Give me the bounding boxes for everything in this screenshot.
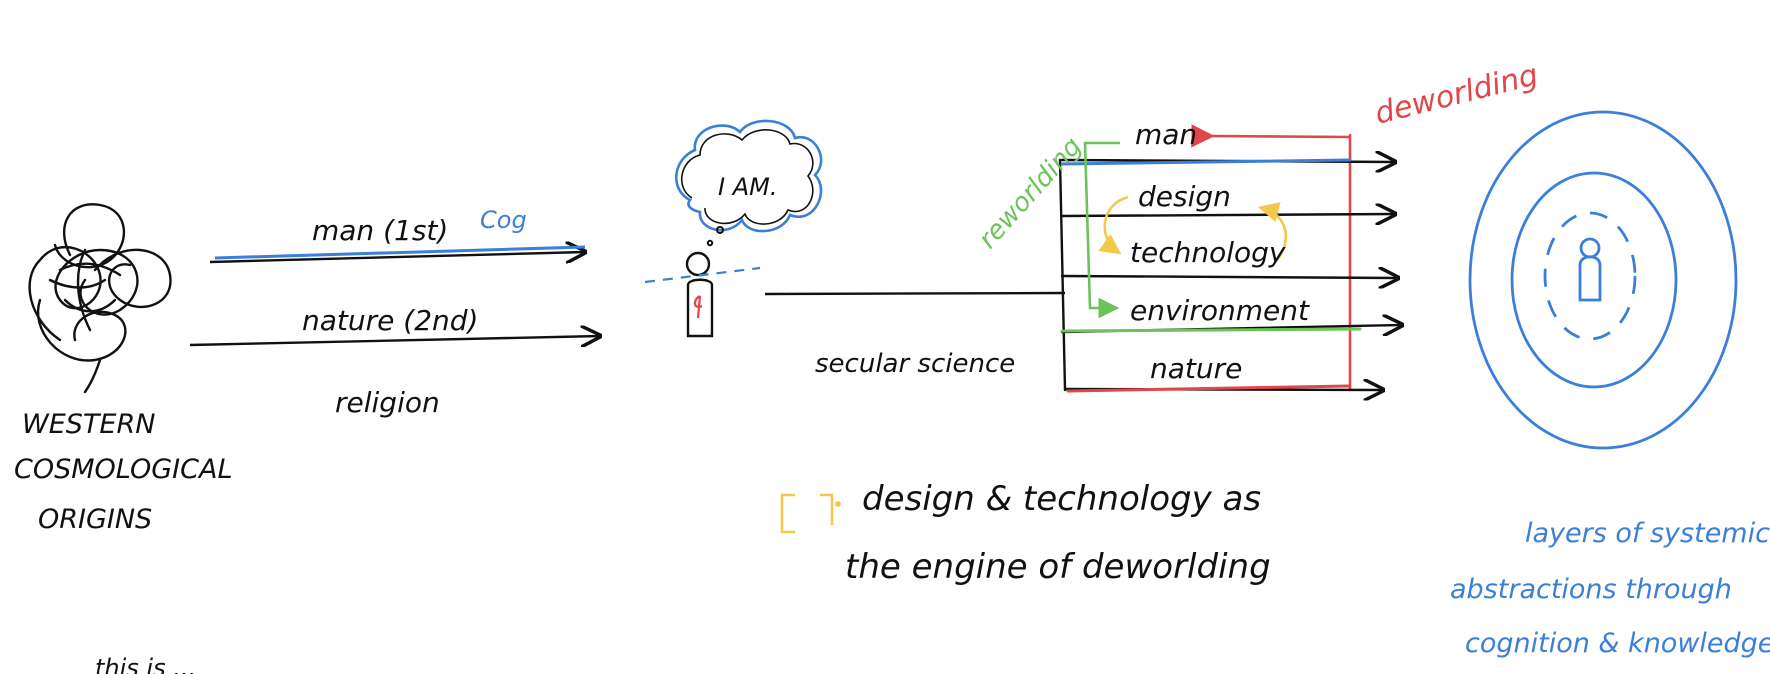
religion-label: religion — [335, 386, 440, 419]
engine-note-line1: design & technology as — [862, 479, 1261, 519]
origins-title-line2: COSMOLOGICAL — [14, 454, 233, 485]
layer-nature: nature — [1150, 352, 1242, 385]
deworlding-label: deworlding — [1371, 58, 1541, 132]
systemic-note-line2: abstractions through — [1450, 574, 1732, 605]
reworlding-arrow — [1083, 141, 1120, 319]
cosmological-scribble — [28, 203, 172, 394]
person-figure — [685, 251, 714, 338]
layer-stack — [1058, 133, 1402, 391]
secular-line — [764, 291, 1066, 296]
layer-design: design — [1138, 180, 1231, 213]
horizon-dashed-line — [644, 266, 761, 284]
deworlding-arrow — [1191, 124, 1351, 148]
design-technology-cycle — [1098, 195, 1288, 263]
i-am-text: I AM. — [718, 173, 777, 201]
man-1st-label: man (1st) — [312, 214, 448, 247]
yellow-cycle-icon — [780, 493, 841, 534]
systemic-note-line3: cognition & knowledge — [1465, 628, 1770, 659]
nature-2nd-label: nature (2nd) — [302, 304, 478, 337]
layer-environment: environment — [1130, 294, 1310, 327]
reworlding-label: reworlding — [973, 132, 1088, 255]
concentric-layers — [1468, 110, 1738, 450]
thought-cloud — [674, 119, 823, 233]
origins-title-line3: ORIGINS — [38, 504, 152, 535]
layer-technology: technology — [1130, 236, 1286, 269]
origins-title-line1: WESTERN — [22, 409, 155, 440]
cog-label: Cog — [480, 206, 527, 234]
engine-note-line2: the engine of deworlding — [845, 547, 1271, 587]
layer-man: man — [1135, 118, 1197, 151]
religion-arrows — [189, 247, 600, 345]
bottom-fragment-text: this is ... — [95, 654, 196, 674]
thought-dots — [706, 226, 724, 247]
systemic-note-line1: layers of systemic — [1525, 518, 1770, 549]
secular-science-label: secular science — [815, 349, 1015, 379]
